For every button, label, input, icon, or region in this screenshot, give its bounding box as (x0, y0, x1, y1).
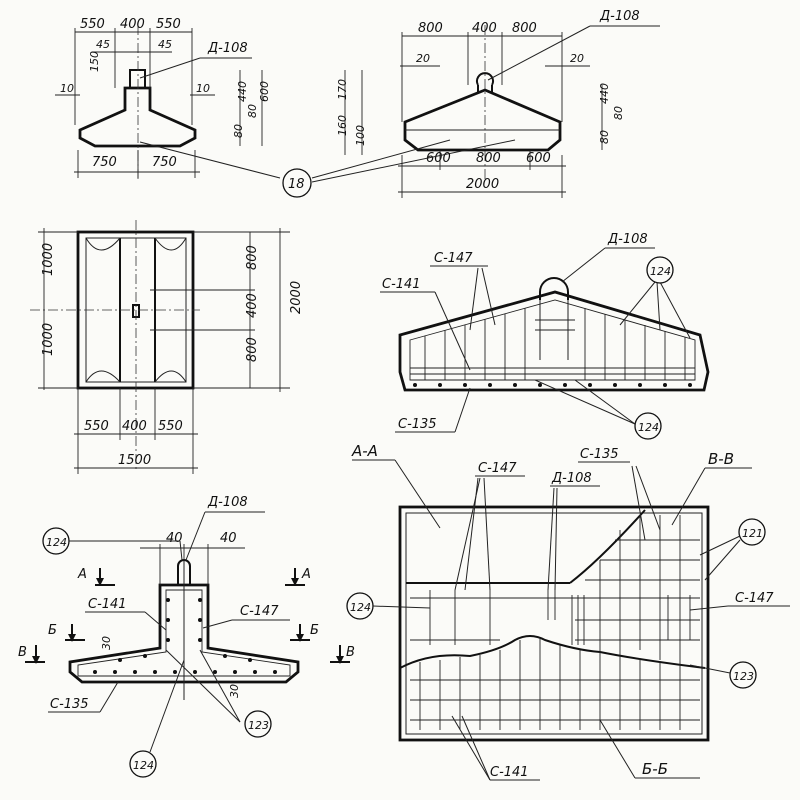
label-c147-front: С-147 (434, 251, 473, 266)
dim-80-b: 80 (232, 124, 245, 138)
callout-124-front-bottom-text: 124 (638, 421, 659, 434)
view-front-elevation: 800 400 800 20 20 170 160 100 440 80 80 … (282, 9, 660, 198)
callout-121 (738, 518, 766, 546)
label-c147-plan-right: С-147 (735, 591, 774, 606)
section-vv-title: В-В (708, 450, 734, 468)
label-loop-side: Д-108 (207, 41, 248, 56)
dim-40-left: 40 (166, 531, 183, 546)
dim-170: 170 (336, 79, 349, 100)
label-c135-section: С-135 (50, 697, 89, 712)
dim-600-left: 600 (426, 151, 451, 166)
dim-750-right: 750 (152, 155, 177, 170)
mark-v-right: В (346, 645, 355, 660)
mesh-vv (575, 515, 700, 664)
label-c141-section: С-141 (88, 597, 127, 612)
dim-45-right: 45 (158, 38, 172, 51)
label-c135-plan: С-135 (580, 447, 619, 462)
view-plan: 1000 1000 800 400 800 2000 550 400 550 1… (30, 220, 304, 474)
label-c147-plan: С-147 (478, 461, 517, 476)
mark-a-right: А (301, 567, 311, 582)
dim-80-front-b: 80 (598, 130, 611, 144)
view-plan-sections: А-А В-В Б-Б С-147 Д-108 С-135 С-147 С-14… (346, 442, 790, 781)
callout-124-front-bottom (634, 412, 662, 440)
dim-600-right: 600 (526, 151, 551, 166)
dim-800-plan-top: 800 (245, 245, 260, 270)
dim-400-front: 400 (472, 21, 497, 36)
dim-550-plan-left: 550 (84, 419, 109, 434)
dim-600: 600 (258, 81, 271, 102)
view-side-elevation: 550 400 550 45 45 150 10 10 440 600 80 8… (55, 17, 281, 180)
callout-124-front-top-text: 124 (650, 265, 671, 278)
dim-550-left: 550 (80, 17, 105, 32)
dim-440: 440 (236, 81, 249, 102)
dim-10-left: 10 (60, 82, 74, 95)
callout-124-front-top (646, 256, 674, 284)
dim-800-mid: 800 (476, 151, 501, 166)
section-bb-title: Б-Б (642, 760, 668, 778)
callout-18-text: 18 (288, 177, 305, 192)
mid-bars (429, 590, 691, 645)
dim-2000-plan: 2000 (289, 281, 304, 314)
dim-2000-front: 2000 (466, 177, 499, 192)
dim-800-plan-bottom: 800 (245, 337, 260, 362)
dim-20-right: 20 (570, 52, 584, 65)
dim-150: 150 (88, 51, 101, 72)
dim-440-front: 440 (598, 83, 611, 104)
dim-40-right: 40 (220, 531, 237, 546)
dim-800-left: 800 (418, 21, 443, 36)
label-loop-reinf: Д-108 (607, 232, 648, 247)
dim-30-left: 30 (100, 636, 113, 650)
front-vertical-bars (424, 308, 686, 380)
mark-b-right: Б (310, 623, 319, 638)
dim-160: 160 (336, 115, 349, 136)
callout-124-section-bottom (129, 750, 157, 778)
callout-121-text: 121 (742, 527, 763, 540)
callout-123-plan-text: 123 (733, 670, 754, 683)
dim-550-right: 550 (156, 17, 181, 32)
callout-124-section-top-text: 124 (46, 536, 67, 549)
label-c135-front: С-135 (398, 417, 437, 432)
dim-30-right: 30 (228, 684, 241, 698)
label-c147-section: С-147 (240, 604, 279, 619)
section-bar-dots (93, 598, 277, 674)
dim-45-left: 45 (96, 38, 110, 51)
callout-123-section (244, 710, 272, 738)
dim-80-front-a: 80 (612, 106, 625, 120)
dim-1500: 1500 (118, 453, 151, 468)
dim-20-left: 20 (416, 52, 430, 65)
label-c141-plan: С-141 (490, 765, 529, 780)
dim-1000-bottom: 1000 (41, 323, 56, 356)
view-cross-section: 40 40 30 30 А А Б Б В В Д-108 124 (18, 495, 355, 778)
section-aa-title: А-А (351, 442, 378, 460)
dim-800-right: 800 (512, 21, 537, 36)
dim-750-left: 750 (92, 155, 117, 170)
mark-v-left: В (18, 645, 27, 660)
callout-123-plan (729, 661, 757, 689)
dim-400: 400 (120, 17, 145, 32)
dim-100: 100 (354, 125, 367, 146)
dim-1000-top: 1000 (41, 243, 56, 276)
callout-123-section-text: 123 (248, 719, 269, 732)
mesh-bb (410, 638, 700, 730)
mark-a-left: А (77, 567, 87, 582)
label-loop-plan: Д-108 (551, 471, 592, 486)
dim-10-right: 10 (196, 82, 210, 95)
label-c141-front: С-141 (382, 277, 421, 292)
label-loop-front: Д-108 (599, 9, 640, 24)
label-loop-section: Д-108 (207, 495, 248, 510)
mark-b-left: Б (48, 623, 57, 638)
dim-550-plan-right: 550 (158, 419, 183, 434)
dim-80-a: 80 (246, 104, 259, 118)
callout-124-plan-text: 124 (350, 601, 371, 614)
front-bar-dots (413, 383, 692, 387)
dim-400-plan-bottom: 400 (122, 419, 147, 434)
callout-18 (282, 168, 312, 198)
callout-124-section-bottom-text: 124 (133, 759, 154, 772)
view-reinforcement-front: С-141 С-147 Д-108 124 С-135 124 (380, 232, 710, 440)
dim-400-plan: 400 (245, 293, 260, 318)
